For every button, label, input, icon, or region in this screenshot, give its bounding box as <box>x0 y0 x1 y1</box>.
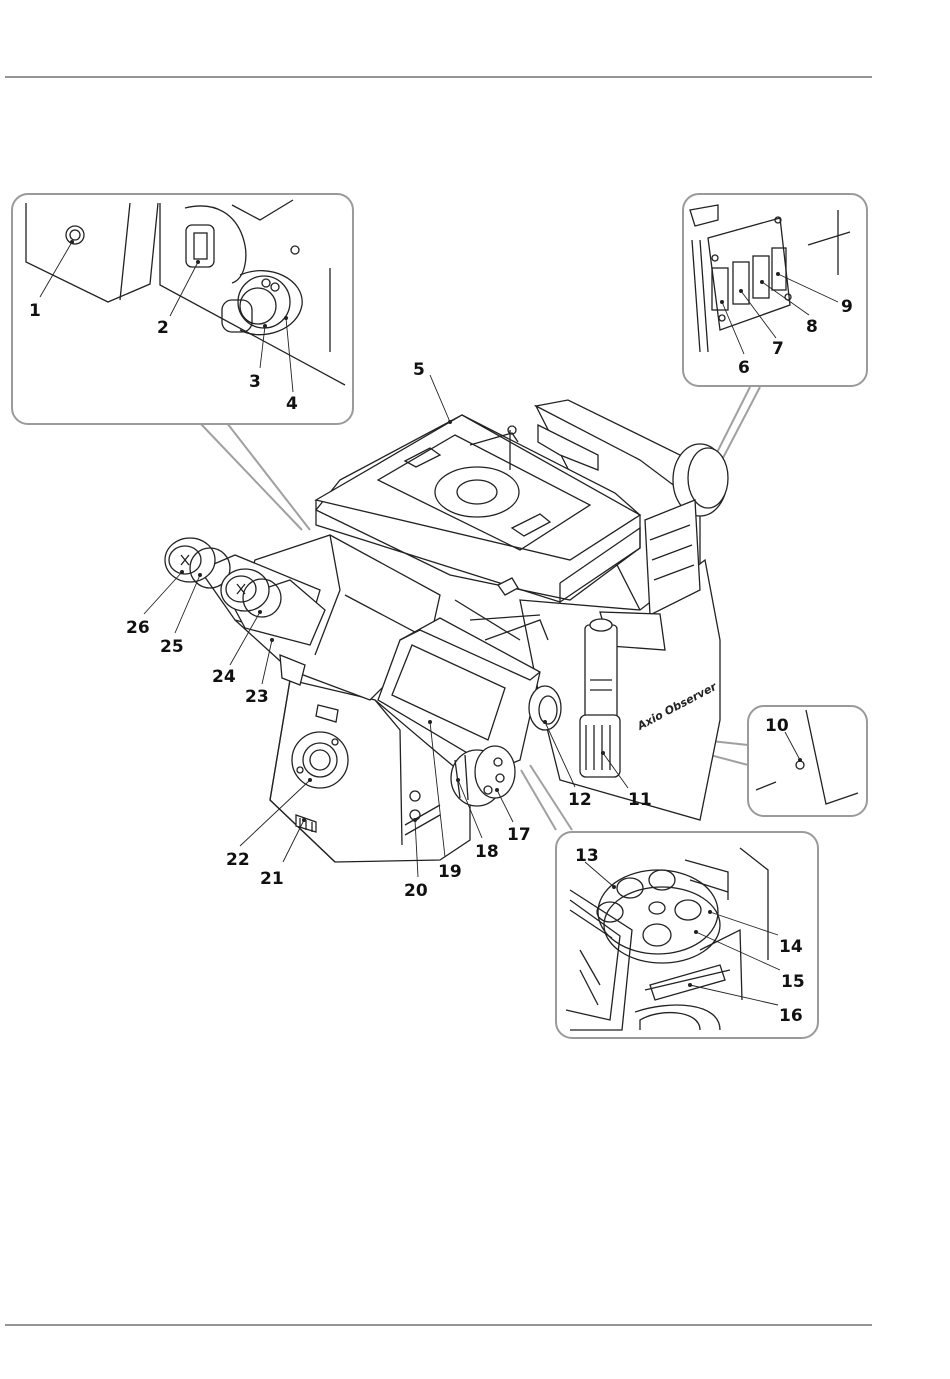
callout-1: 1 <box>29 301 41 321</box>
callout-11: 11 <box>628 790 652 810</box>
callout-14: 14 <box>779 937 803 957</box>
callout-13: 13 <box>575 846 599 866</box>
callout-10: 10 <box>765 716 789 736</box>
callout-26: 26 <box>126 618 150 638</box>
callout-12: 12 <box>568 790 592 810</box>
callout-24: 24 <box>212 667 236 687</box>
callout-16: 16 <box>779 1006 803 1026</box>
callout-18: 18 <box>475 842 499 862</box>
callout-25: 25 <box>160 637 184 657</box>
callout-5: 5 <box>413 360 425 380</box>
callout-2: 2 <box>157 318 169 338</box>
callout-21: 21 <box>260 869 284 889</box>
inset-eyepiece-port <box>12 194 353 424</box>
callout-4: 4 <box>286 394 298 414</box>
callout-22: 22 <box>226 850 250 870</box>
callout-6: 6 <box>738 358 750 378</box>
callout-20: 20 <box>404 881 428 901</box>
callout-8: 8 <box>806 317 818 337</box>
callout-17: 17 <box>507 825 531 845</box>
callout-19: 19 <box>438 862 462 882</box>
callout-23: 23 <box>245 687 269 707</box>
callout-15: 15 <box>781 972 805 992</box>
callout-3: 3 <box>249 372 261 392</box>
callout-7: 7 <box>772 339 784 359</box>
callout-9: 9 <box>841 297 853 317</box>
